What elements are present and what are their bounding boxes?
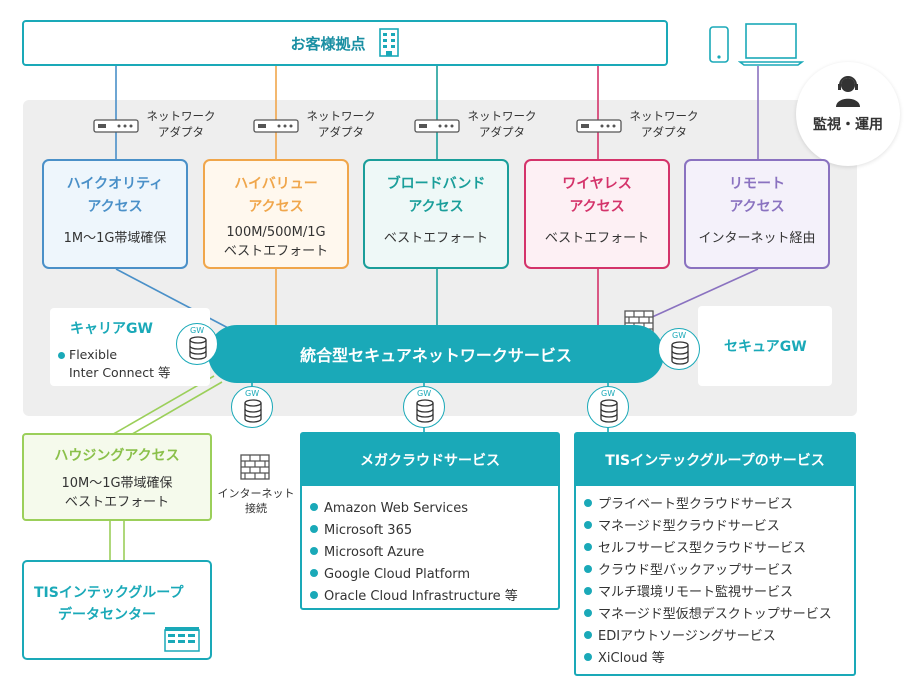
access-title-1: ハイバリュー [234, 176, 318, 192]
tis-services-title: TISインテックグループのサービス [576, 434, 854, 486]
network-adapter-icon [93, 119, 139, 133]
list-item: マネージド型クラウドサービス [584, 516, 854, 538]
housing-desc-2: ベストエフォート [64, 495, 170, 510]
secure-gw-card: セキュアGW [698, 306, 832, 386]
gateway-icon-mega-cloud: GW [403, 386, 445, 428]
access-title-1: ブロードバンド [386, 176, 486, 192]
list-item: プライベート型クラウドサービス [584, 494, 854, 516]
access-title-1: ハイクオリティ [66, 176, 164, 192]
access-title-2: アクセス [408, 199, 464, 215]
adapter-label-line1: ネットワーク [467, 109, 537, 123]
adapter-label-line1: ネットワーク [629, 109, 699, 123]
secure-gw-title: セキュアGW [724, 339, 807, 355]
gw-label: GW [672, 331, 687, 340]
internet-label-line2: 接続 [245, 502, 267, 515]
list-item: Google Cloud Platform [310, 564, 558, 586]
list-item: Microsoft 365 [310, 520, 558, 542]
network-service-label: 統合型セキュアネットワークサービス [300, 346, 572, 365]
list-item: マネージド型仮想デスクトップサービス [584, 604, 854, 626]
gateway-icon-internet: GW [231, 386, 273, 428]
list-item: Oracle Cloud Infrastructure 等 [310, 586, 558, 608]
internet-firewall-icon [240, 454, 270, 480]
list-item: Microsoft Azure [310, 542, 558, 564]
access-desc-1: インターネット経由 [698, 231, 816, 246]
access-box-high-value: ハイバリュー アクセス 100M/500M/1G ベストエフォート [203, 159, 349, 269]
access-desc-1: 100M/500M/1G [226, 225, 326, 240]
mega-cloud-list: Amazon Web Services Microsoft 365 Micros… [302, 486, 558, 608]
list-item: Amazon Web Services [310, 498, 558, 520]
list-item: マルチ環境リモート監視サービス [584, 582, 854, 604]
gw-label: GW [417, 389, 432, 398]
internet-connection-label: インターネット 接続 [214, 486, 298, 516]
datacenter-line1: TISインテックグループ [34, 585, 184, 601]
access-title-2: アクセス [248, 199, 304, 215]
access-box-broadband: ブロードバンド アクセス ベストエフォート [363, 159, 509, 269]
tis-services-box: TISインテックグループのサービス プライベート型クラウドサービス マネージド型… [574, 432, 856, 676]
smartphone-icon [709, 26, 729, 63]
operator-icon [836, 76, 860, 107]
gateway-icon-carrier: GW [176, 323, 218, 365]
adapter-label-line2: アダプタ [479, 125, 525, 139]
carrier-gw-title: キャリアGW [70, 321, 153, 337]
network-adapter-icon [414, 119, 460, 133]
laptop-icon [738, 23, 804, 66]
list-item: セルフサービス型クラウドサービス [584, 538, 854, 560]
building-icon [378, 28, 399, 57]
carrier-gw-item-line1: Flexible [69, 347, 118, 362]
access-title-2: アクセス [729, 199, 785, 215]
housing-title: ハウジングアクセス [54, 448, 180, 464]
customer-site-box: お客様拠点 [22, 20, 668, 66]
access-title-2: アクセス [87, 199, 143, 215]
monitoring-label: 監視・運用 [813, 117, 883, 133]
adapter-label-line1: ネットワーク [146, 109, 216, 123]
gateway-icon-tis-services: GW [587, 386, 629, 428]
access-box-remote: リモート アクセス インターネット経由 [684, 159, 830, 269]
gateway-icon-secure: GW [658, 328, 700, 370]
housing-desc-1: 10M〜1G帯域確保 [61, 476, 173, 491]
mega-cloud-service-box: メガクラウドサービス Amazon Web Services Microsoft… [300, 432, 560, 610]
access-desc-1: 1M〜1G帯域確保 [63, 231, 167, 246]
datacenter-box: TISインテックグループ データセンター [22, 560, 212, 660]
monitoring-badge: 監視・運用 [796, 62, 900, 166]
adapter-label-line1: ネットワーク [306, 109, 376, 123]
network-adapter-icon [576, 119, 622, 133]
datacenter-line2: データセンター [58, 607, 156, 623]
mega-cloud-title: メガクラウドサービス [302, 434, 558, 486]
access-desc-1: ベストエフォート [544, 231, 650, 246]
carrier-gw-card: キャリアGW Flexible Inter Connect 等 [50, 308, 210, 386]
internet-label-line1: インターネット [217, 487, 295, 500]
list-item: XiCloud 等 [584, 648, 854, 670]
network-adapter-icon [253, 119, 299, 133]
list-item: EDIアウトソージングサービス [584, 626, 854, 648]
customer-site-label: お客様拠点 [290, 34, 366, 53]
integrated-network-service-band: 統合型セキュアネットワークサービス [208, 325, 664, 383]
access-desc-1: ベストエフォート [383, 231, 489, 246]
gw-label: GW [601, 389, 616, 398]
access-box-wireless: ワイヤレス アクセス ベストエフォート [524, 159, 670, 269]
access-title-1: ワイヤレス [562, 176, 632, 192]
carrier-gw-item-line2: Inter Connect 等 [69, 365, 171, 380]
gw-label: GW [245, 389, 260, 398]
datacenter-building-icon [164, 627, 200, 652]
access-desc-2: ベストエフォート [223, 244, 329, 259]
adapter-label-line2: アダプタ [318, 125, 364, 139]
gw-label: GW [190, 326, 205, 335]
access-title-1: リモート [729, 176, 785, 192]
adapter-label-line2: アダプタ [641, 125, 687, 139]
list-item: クラウド型バックアップサービス [584, 560, 854, 582]
housing-access-box: ハウジングアクセス 10M〜1G帯域確保 ベストエフォート [22, 433, 212, 521]
bullet-dot [58, 352, 65, 359]
access-box-high-quality: ハイクオリティ アクセス 1M〜1G帯域確保 [42, 159, 188, 269]
tis-services-list: プライベート型クラウドサービス マネージド型クラウドサービス セルフサービス型ク… [576, 486, 854, 670]
access-title-2: アクセス [569, 199, 625, 215]
adapter-label-line2: アダプタ [158, 125, 204, 139]
